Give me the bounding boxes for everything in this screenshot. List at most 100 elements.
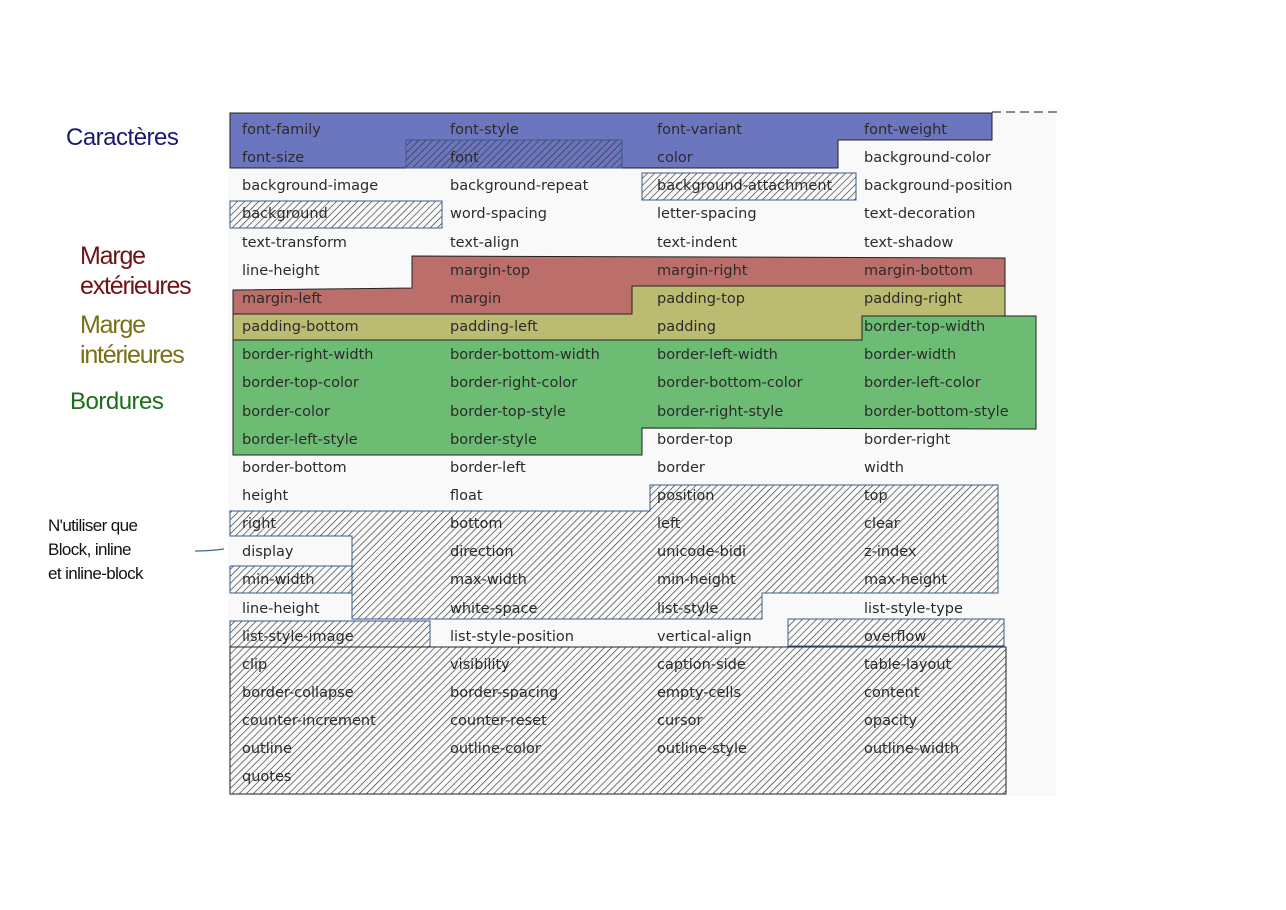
property-cell: direction xyxy=(450,544,514,561)
property-cell: border-collapse xyxy=(242,685,354,701)
property-cell: quotes xyxy=(242,769,292,786)
property-cell: border-right xyxy=(864,431,951,448)
property-cell: font-family xyxy=(242,122,321,138)
property-cell: outline-color xyxy=(450,741,541,758)
property-cell: border-left-style xyxy=(242,431,358,448)
property-cell: color xyxy=(657,150,693,167)
property-cell: unicode-bidi xyxy=(657,544,747,561)
hatch-region-misc xyxy=(229,646,1007,795)
property-cell: background-color xyxy=(864,150,991,167)
note-line1: N'utiliser que xyxy=(48,516,138,535)
note-line3: et inline-block xyxy=(48,564,144,583)
property-cell: border-bottom-color xyxy=(657,375,803,392)
property-cell: vertical-align xyxy=(657,628,752,645)
property-cell: border-top xyxy=(657,431,733,448)
property-cell: border-top-color xyxy=(242,375,359,392)
property-cell: border-bottom-style xyxy=(864,403,1009,420)
property-cell: border-top-style xyxy=(450,403,566,420)
property-cell: border-left xyxy=(450,459,526,476)
property-cell: top xyxy=(864,487,888,504)
hatch-font xyxy=(405,139,623,169)
hatch-region-positioning xyxy=(229,484,999,620)
property-cell: clear xyxy=(864,516,900,533)
property-cell: display xyxy=(242,544,294,561)
label-display-note: N'utiliser que Block, inline et inline-b… xyxy=(48,514,144,586)
hatch-background-attachment xyxy=(641,172,857,201)
property-cell: outline-width xyxy=(864,741,960,758)
property-cell: border-right-color xyxy=(450,375,578,392)
property-cell: empty-cells xyxy=(657,685,741,701)
note-pointer-line xyxy=(194,548,225,552)
property-cell: white-space xyxy=(450,600,538,617)
note-line2: Block, inline xyxy=(48,540,132,559)
property-cell: text-indent xyxy=(657,234,738,251)
property-cell: float xyxy=(450,487,483,504)
property-cell: cursor xyxy=(657,713,703,730)
property-cell: padding-bottom xyxy=(242,319,359,336)
property-cell: border-color xyxy=(242,403,330,420)
property-cell: min-width xyxy=(242,572,315,589)
property-cell: left xyxy=(657,516,681,533)
property-cell: visibility xyxy=(450,656,510,673)
property-cell: text-align xyxy=(450,234,520,251)
property-cell: bottom xyxy=(450,516,503,533)
property-cell: background-image xyxy=(242,178,379,195)
property-cell: border xyxy=(657,459,705,476)
property-cell: outline xyxy=(242,741,292,758)
property-cell: font-variant xyxy=(657,122,742,138)
property-cell: line-height xyxy=(242,600,320,617)
property-cell: border-left-color xyxy=(864,375,981,392)
property-cell: counter-increment xyxy=(242,713,376,730)
property-cell: caption-side xyxy=(657,656,746,673)
property-cell: right xyxy=(242,516,277,533)
property-cell: font-size xyxy=(242,150,305,167)
property-cell: list-style-position xyxy=(450,628,574,645)
label-characters: Caractères xyxy=(66,124,179,151)
property-cell: padding-top xyxy=(657,290,745,307)
property-cell: list-style-type xyxy=(864,600,963,617)
property-cell: width xyxy=(864,459,904,476)
property-cell: background xyxy=(242,206,328,223)
hatch-list-style-image xyxy=(229,620,431,648)
label-borders: Bordures xyxy=(70,388,164,415)
property-cell: padding-right xyxy=(864,290,963,307)
label-margin-inner-line2: intérieures xyxy=(80,341,185,369)
property-cell: counter-reset xyxy=(450,713,547,730)
property-cell: margin-right xyxy=(657,262,748,279)
label-margin-inner-line1: Marge xyxy=(80,311,146,339)
property-cell: max-height xyxy=(864,572,948,589)
hatch-min-width xyxy=(230,566,354,593)
region-borders xyxy=(232,315,1037,456)
property-cell: z-index xyxy=(864,544,917,561)
property-cell: opacity xyxy=(864,713,918,730)
property-cell: border-bottom-width xyxy=(450,347,600,364)
property-cell: border-bottom xyxy=(242,459,347,476)
hatch-background xyxy=(229,200,443,229)
property-cell: table-layout xyxy=(864,656,952,673)
label-margin-outer: Marge extérieures xyxy=(80,241,192,301)
property-cell: font xyxy=(450,150,479,167)
label-margin-inner: Marge intérieures xyxy=(80,310,185,370)
label-margin-outer-line1: Marge xyxy=(80,242,146,270)
property-cell: letter-spacing xyxy=(657,206,757,223)
property-cell: margin xyxy=(450,290,502,307)
property-cell: background-attachment xyxy=(657,178,833,195)
property-cell: font-weight xyxy=(864,122,947,138)
property-cell: background-repeat xyxy=(450,178,589,195)
property-cell: list-style-image xyxy=(242,628,354,645)
property-cell: overflow xyxy=(864,628,927,645)
property-cell: font-style xyxy=(450,122,519,138)
property-cell: min-height xyxy=(657,572,736,589)
property-cell: line-height xyxy=(242,262,320,279)
property-cell: padding-left xyxy=(450,319,538,336)
property-cell: list-style xyxy=(657,600,719,617)
property-cell: height xyxy=(242,487,289,504)
label-margin-outer-line2: extérieures xyxy=(80,272,192,300)
property-cell: text-shadow xyxy=(864,234,954,251)
property-cell: background-position xyxy=(864,178,1013,195)
property-cell: border-width xyxy=(864,347,957,364)
property-cell: outline-style xyxy=(657,741,747,758)
property-cell: text-transform xyxy=(242,234,347,251)
property-cell: border-spacing xyxy=(450,685,559,701)
